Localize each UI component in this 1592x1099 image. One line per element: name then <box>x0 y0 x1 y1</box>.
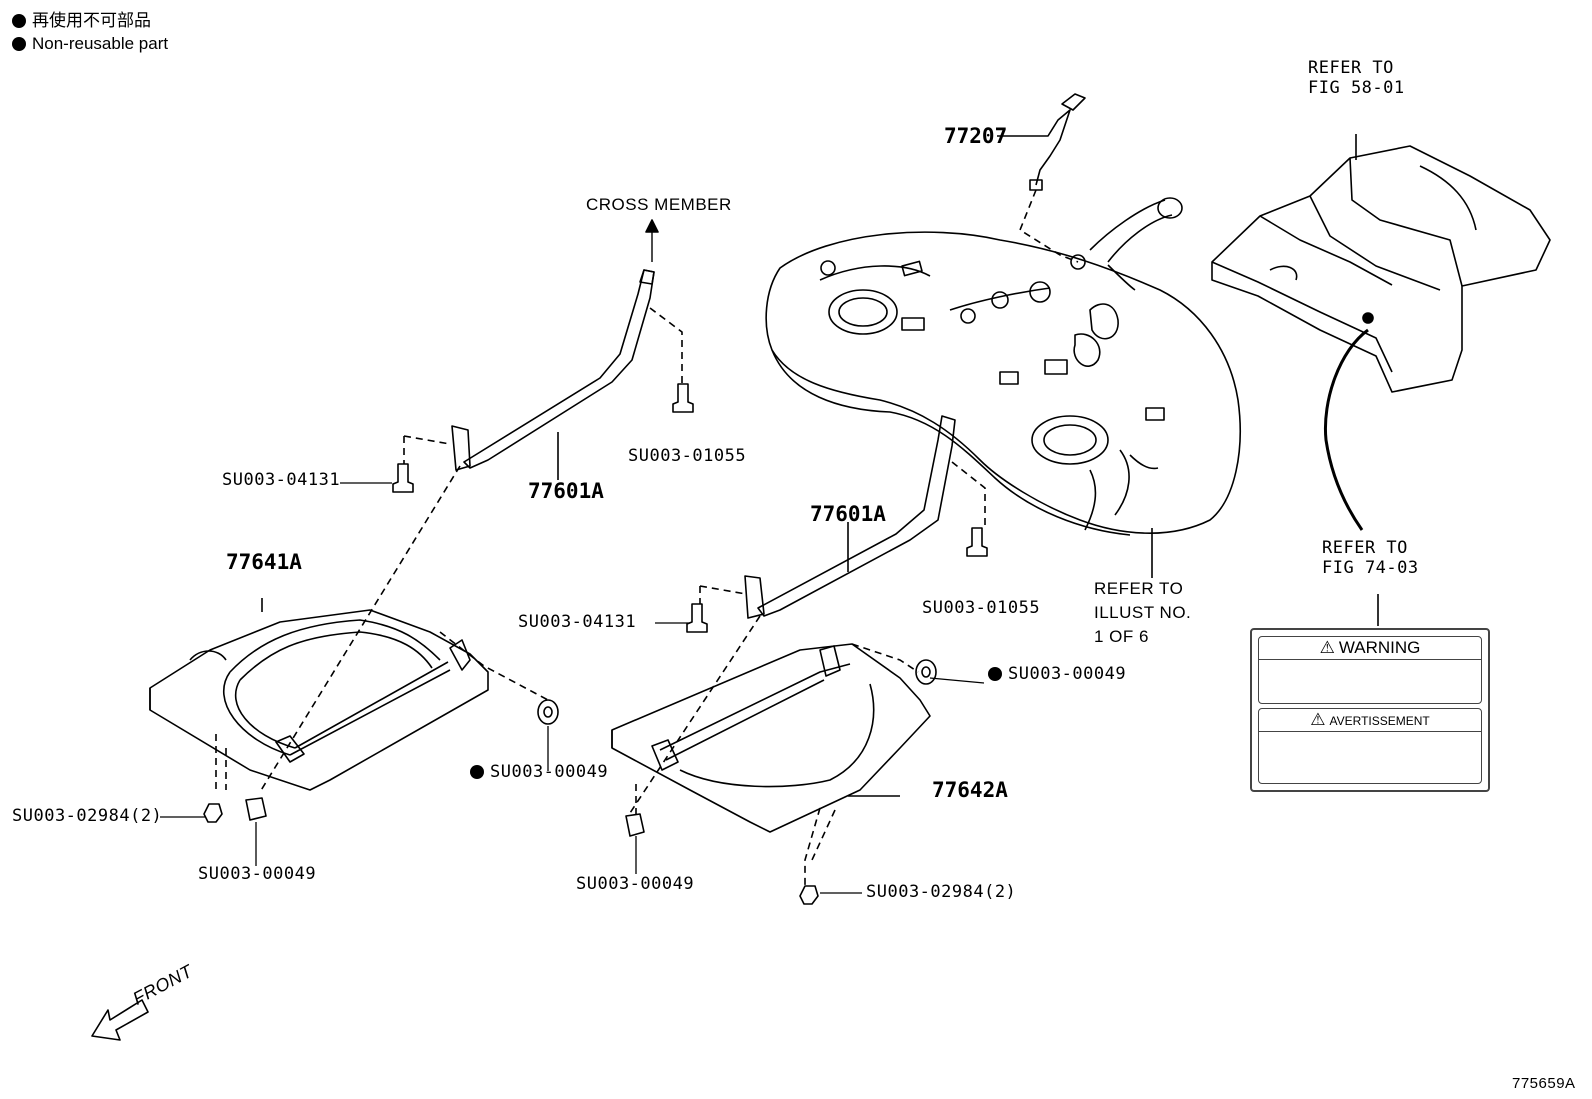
label-refer-illust-line3: 1 OF 6 <box>1094 627 1149 646</box>
legend-jp-text: 再使用不可部品 <box>32 11 151 30</box>
non-reusable-dot-icon <box>12 37 26 51</box>
warning-text: WARNING <box>1338 638 1421 657</box>
bolt-shapes <box>203 383 988 905</box>
non-reusable-dot-icon <box>12 14 26 28</box>
avertissement-header: ⚠AVERTISSEMENT <box>1259 709 1481 732</box>
leader-lines <box>160 482 985 894</box>
label-su003-00049-left-nr: SU003-00049 <box>470 764 608 781</box>
label-77601a-upper: 77601A <box>528 479 604 503</box>
avertissement-text: AVERTISSEMENT <box>1329 714 1430 728</box>
non-reusable-dot-icon <box>470 765 484 779</box>
illustration-number: 775659A <box>1512 1075 1576 1092</box>
floor-panel-drawing <box>1211 134 1551 626</box>
label-su003-01055-upper: SU003-01055 <box>628 446 747 466</box>
shield-77641a-drawing <box>149 465 549 793</box>
label-77642a: 77642A <box>932 778 1008 802</box>
label-su003-02984-right: SU003-02984(2) <box>866 882 1017 902</box>
label-su003-00049-left-text: SU003-00049 <box>490 762 609 782</box>
warning-triangle-icon: ⚠ <box>1310 710 1326 729</box>
warning-triangle-icon: ⚠ <box>1319 638 1335 657</box>
label-refer-74-line1: REFER TO <box>1322 538 1408 558</box>
warning-label-card: ⚠WARNING ⚠AVERTISSEMENT <box>1250 628 1490 792</box>
strap-77601a-lower <box>699 415 986 619</box>
label-refer-58-line1: REFER TO <box>1308 58 1394 78</box>
label-77641a: 77641A <box>226 550 302 574</box>
label-77207: 77207 <box>944 124 1008 148</box>
label-refer-illust-line2: ILLUST NO. <box>1094 603 1192 622</box>
fuel-tank-drawing <box>765 197 1241 578</box>
label-refer-58-line2: FIG 58-01 <box>1308 78 1405 98</box>
label-su003-04131-upper: SU003-04131 <box>222 470 341 490</box>
legend-en: Non-reusable part <box>12 35 168 52</box>
label-refer-illust-line1: REFER TO <box>1094 579 1184 598</box>
strap-77601a-upper <box>403 219 683 480</box>
label-cross-member: CROSS MEMBER <box>586 195 732 214</box>
label-su003-00049-right-text: SU003-00049 <box>1008 664 1127 684</box>
legend-en-text: Non-reusable part <box>32 34 169 53</box>
legend-jp: 再使用不可部品 <box>12 12 151 29</box>
warning-header: ⚠WARNING <box>1259 637 1481 660</box>
front-arrow-icon <box>91 999 149 1041</box>
label-su003-00049-mid: SU003-00049 <box>576 874 695 894</box>
label-su003-00049-left: SU003-00049 <box>198 864 317 884</box>
warning-section: ⚠WARNING <box>1258 636 1482 704</box>
non-reusable-dot-icon <box>988 667 1002 681</box>
shield-77642a-drawing <box>611 615 931 886</box>
label-77601a-lower: 77601A <box>810 502 886 526</box>
label-su003-04131-lower: SU003-04131 <box>518 612 637 632</box>
avertissement-section: ⚠AVERTISSEMENT <box>1258 708 1482 784</box>
label-su003-00049-right-nr: SU003-00049 <box>988 666 1126 683</box>
label-refer-74-line2: FIG 74-03 <box>1322 558 1419 578</box>
sensor-77207-drawing <box>997 93 1086 263</box>
label-su003-02984-left: SU003-02984(2) <box>12 806 163 826</box>
label-su003-01055-lower: SU003-01055 <box>922 598 1041 618</box>
